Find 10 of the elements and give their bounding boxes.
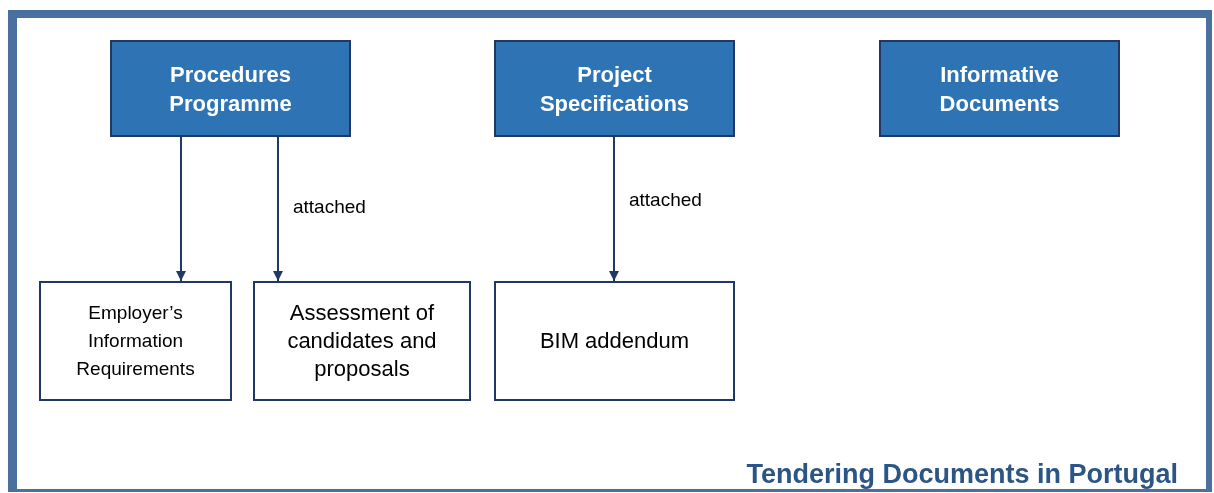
arrow <box>176 136 186 282</box>
arrow <box>273 136 283 282</box>
arrow <box>609 136 619 282</box>
document-box: BIM addendum <box>494 281 735 401</box>
heading-box: Project Specifications <box>494 40 735 137</box>
document-box: Assessment of candidates and proposals <box>253 281 471 401</box>
diagram-title: Tendering Documents in Portugal <box>746 458 1178 490</box>
heading-box: Procedures Programme <box>110 40 351 137</box>
heading-box: Informative Documents <box>879 40 1120 137</box>
document-box: Employer’s Information Requirements <box>39 281 232 401</box>
